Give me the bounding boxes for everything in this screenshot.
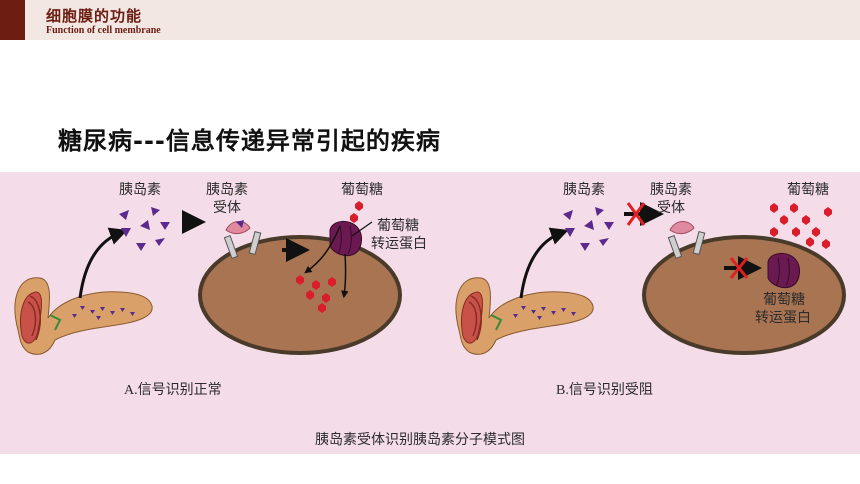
pancreas-icon: [14, 277, 153, 355]
block-cross-icon: [626, 202, 646, 226]
secretion-arrow: [519, 227, 569, 299]
glucose-hexagon-icon: [350, 201, 363, 223]
transporter-label-2: 转运蛋白: [755, 310, 811, 326]
receptor-icon: [223, 220, 262, 260]
panel-b-caption: B.信号识别受阻: [556, 382, 653, 398]
transporter-pointer: [351, 221, 373, 237]
receptor-label-1: 胰岛素: [206, 182, 248, 198]
pancreas-icon: [455, 277, 594, 355]
glucose-label: 葡萄糖: [341, 182, 383, 198]
glucose-inside-group: [296, 275, 336, 313]
insulin-label: 胰岛素: [563, 182, 605, 198]
block-cross-icon: [729, 257, 749, 279]
transporter-protein-icon: [767, 253, 800, 289]
panel-b: 胰岛素 胰岛素 受体: [455, 182, 846, 398]
glucose-arrow-2: [341, 253, 349, 299]
insulin-label: 胰岛素: [119, 182, 161, 198]
receptor-label-2: 受体: [213, 200, 241, 216]
header-title: 细胞膜的功能: [46, 7, 143, 25]
secretion-arrow: [78, 227, 128, 299]
slide-title: 糖尿病---信息传递异常引起的疾病: [58, 127, 441, 155]
receptor-icon: [667, 221, 706, 260]
cell-body: [198, 235, 402, 355]
receptor-label-2: 受体: [657, 200, 685, 216]
figure-caption: 胰岛素受体识别胰岛素分子模式图: [315, 432, 525, 448]
panel-a: 胰岛素 胰岛素 受体 葡萄糖 葡萄糖 转运蛋白: [14, 182, 427, 398]
insulin-triangle-icon: [119, 207, 170, 251]
panel-a-caption: A.信号识别正常: [124, 382, 222, 398]
glucose-arrow-1: [304, 225, 341, 274]
transporter-label-2: 转运蛋白: [371, 236, 427, 252]
transporter-label-1: 葡萄糖: [763, 292, 805, 308]
receptor-label-1: 胰岛素: [650, 182, 692, 198]
header-bar: [0, 0, 860, 40]
transporter-label-1: 葡萄糖: [377, 218, 419, 234]
header-accent: [0, 0, 25, 40]
glucose-hexagon-icon: [770, 203, 832, 249]
header-subtitle: Function of cell membrane: [46, 25, 161, 36]
glucose-label: 葡萄糖: [787, 182, 829, 198]
insulin-triangle-icon: [563, 207, 614, 251]
